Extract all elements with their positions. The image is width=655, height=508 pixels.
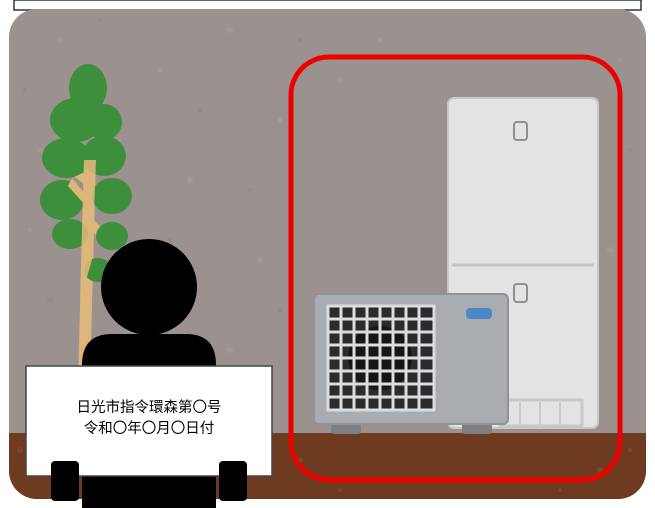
sign-text: 日光市指令環森第〇号 令和〇年〇月〇日付 <box>26 398 272 440</box>
wall-texture-dark <box>23 18 632 313</box>
left-hand <box>51 461 79 501</box>
sign-line-1: 日光市指令環森第〇号 <box>76 400 222 416</box>
ground-texture <box>17 447 632 492</box>
right-hand <box>219 461 247 501</box>
frame-top-border <box>13 0 642 11</box>
wall-texture <box>28 27 622 353</box>
tree-icon <box>40 64 132 380</box>
highlight-outline <box>288 54 623 483</box>
unit-badge <box>466 308 492 319</box>
heat-pump-unit-icon <box>313 293 509 434</box>
sign-board <box>25 365 273 477</box>
sign-line-2: 令和〇年〇月〇日付 <box>83 421 215 437</box>
